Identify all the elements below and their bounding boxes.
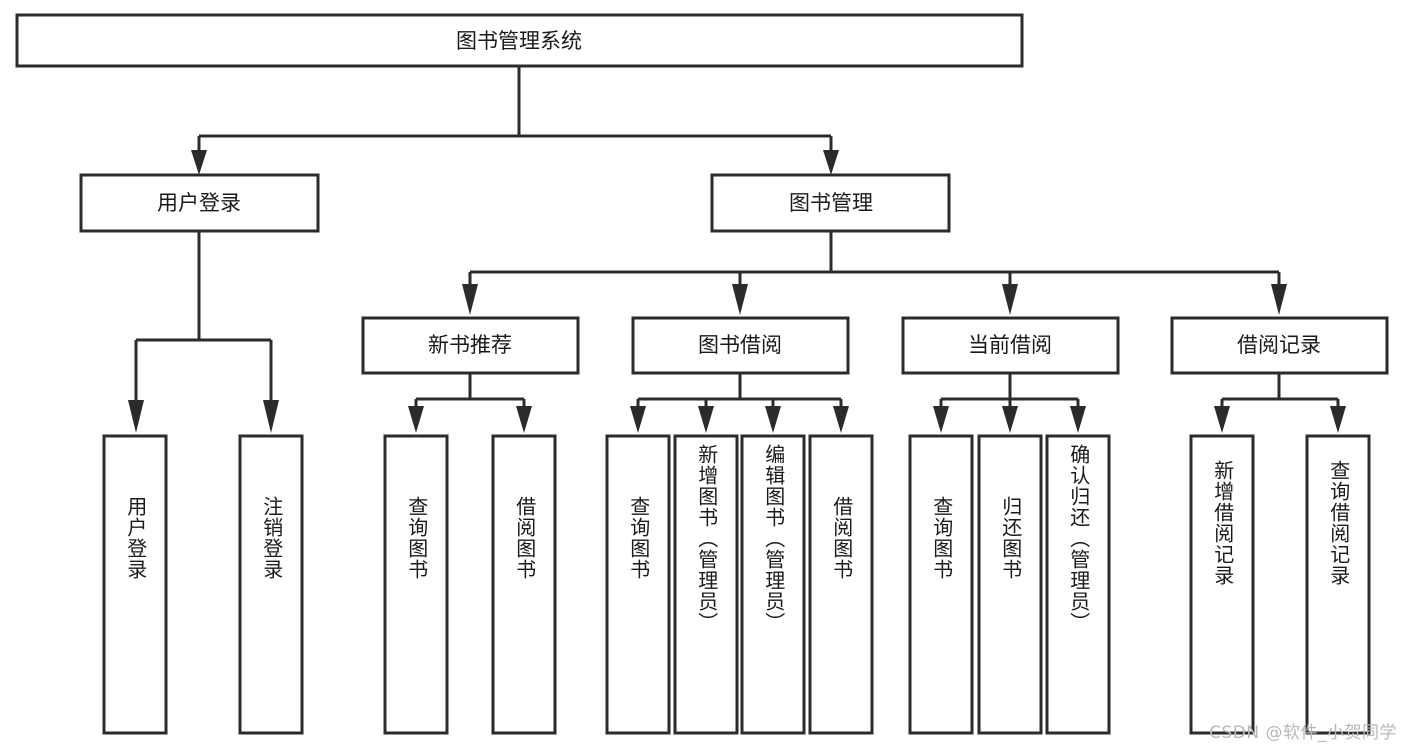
node-book-borrow-box[interactable] xyxy=(631,316,850,375)
arrow-currentborrow-leaf-3 xyxy=(1070,406,1086,433)
leaf-box-borrow-book-1[interactable] xyxy=(491,434,557,735)
leaf-box-query-book-1[interactable] xyxy=(383,434,449,735)
node-new-book-recommend-box[interactable] xyxy=(361,316,580,375)
arrow-currentborrow-leaf-1 xyxy=(933,406,949,433)
leaf-box-add-borrow-record[interactable] xyxy=(1189,434,1255,735)
leaf-box-return-book[interactable] xyxy=(977,434,1043,735)
node-user-login-label: 用户登录 xyxy=(157,191,241,215)
node-current-borrow[interactable]: 当前借阅 xyxy=(901,316,1120,375)
leaf-box-query-borrow-record[interactable] xyxy=(1305,434,1371,735)
node-user-login[interactable]: 用户登录 xyxy=(79,173,320,233)
node-root[interactable]: 图书管理系统 xyxy=(15,13,1024,68)
arrow-userlogin-leaf-1 xyxy=(128,400,144,433)
leaf-box-edit-book-admin[interactable] xyxy=(740,434,806,735)
leaf-box-user-login[interactable] xyxy=(102,434,168,735)
arrow-borrowrecord-leaf-2 xyxy=(1330,406,1346,433)
node-book-borrow[interactable]: 图书借阅 xyxy=(631,316,850,375)
arrow-root-to-user-login xyxy=(191,150,207,175)
arrow-bookborrow-leaf-3 xyxy=(765,406,781,433)
leaf-box-confirm-return-admin[interactable] xyxy=(1045,434,1111,735)
arrow-bookborrow-leaf-2 xyxy=(698,406,714,433)
node-book-borrow-label: 图书借阅 xyxy=(698,333,782,357)
node-borrow-record[interactable]: 借阅记录 xyxy=(1170,316,1389,375)
node-root-label: 图书管理系统 xyxy=(456,29,582,53)
node-new-book-recommend[interactable]: 新书推荐 xyxy=(361,316,580,375)
arrow-userlogin-leaf-2 xyxy=(263,400,279,433)
leaf-box-query-book-3[interactable] xyxy=(908,434,974,735)
arrow-newbook-leaf-2 xyxy=(516,406,532,433)
node-borrow-record-box[interactable] xyxy=(1170,316,1389,375)
arrow-bookborrow-leaf-4 xyxy=(833,406,849,433)
leaf-box-query-book-2[interactable] xyxy=(605,434,671,735)
arrow-bookmgmt-to-new-book xyxy=(462,284,478,315)
node-root-box[interactable] xyxy=(15,13,1024,68)
leaf-box-logout[interactable] xyxy=(238,434,304,735)
arrow-newbook-leaf-1 xyxy=(408,406,424,433)
arrow-bookmgmt-to-current xyxy=(1002,284,1018,315)
node-borrow-record-label: 借阅记录 xyxy=(1237,333,1321,357)
node-current-borrow-label: 当前借阅 xyxy=(968,333,1052,357)
leaf-box-borrow-book-2[interactable] xyxy=(808,434,874,735)
arrow-borrowrecord-leaf-1 xyxy=(1214,406,1230,433)
watermark-text: CSDN @软件_小贺同学 xyxy=(1209,723,1397,743)
node-new-book-recommend-label: 新书推荐 xyxy=(428,333,512,357)
node-book-management-label: 图书管理 xyxy=(789,191,873,215)
node-book-management-box[interactable] xyxy=(710,173,951,233)
arrow-bookmgmt-to-record xyxy=(1271,284,1287,315)
arrow-bookmgmt-to-borrow xyxy=(732,284,748,315)
arrow-currentborrow-leaf-2 xyxy=(1002,406,1018,433)
leaf-box-add-book-admin[interactable] xyxy=(673,434,739,735)
node-book-management[interactable]: 图书管理 xyxy=(710,173,951,233)
arrow-bookborrow-leaf-1 xyxy=(630,406,646,433)
node-current-borrow-box[interactable] xyxy=(901,316,1120,375)
arrow-root-to-book-mgmt xyxy=(823,150,839,175)
